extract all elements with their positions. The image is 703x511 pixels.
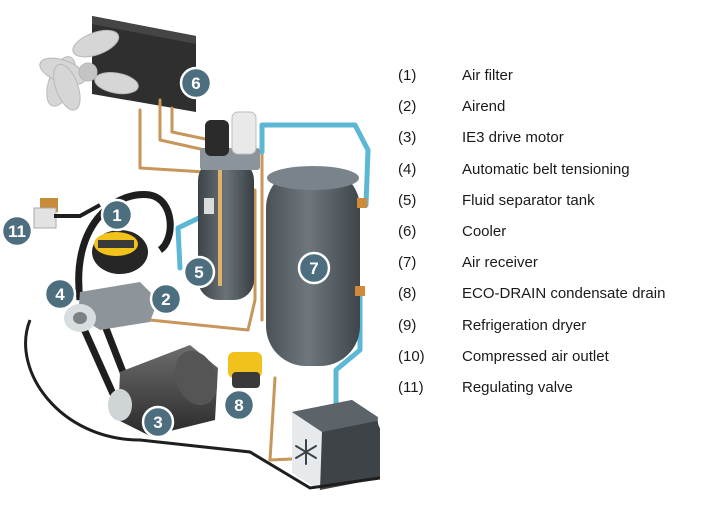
legend-label: Air receiver	[462, 254, 538, 272]
condensate-drain	[228, 352, 262, 388]
badge-4: 4	[43, 277, 77, 311]
legend-item: (6) Cooler	[398, 216, 698, 247]
legend-number: (2)	[398, 98, 417, 116]
drive-motor	[108, 345, 218, 436]
legend-item: (7) Air receiver	[398, 247, 698, 278]
legend-item: (9) Refrigeration dryer	[398, 310, 698, 341]
legend-label: Cooler	[462, 223, 507, 241]
refrigeration-dryer	[292, 400, 380, 490]
badge-5: 5	[182, 255, 216, 289]
cooler	[39, 16, 196, 112]
legend-number: (11)	[398, 378, 424, 396]
badge-1: 1	[100, 198, 134, 232]
legend-item: (5) Fluid separator tank	[398, 185, 698, 216]
badge-5-label: 5	[194, 263, 203, 282]
regulating-valve	[33, 198, 101, 229]
legend-number: (7)	[398, 254, 417, 272]
badge-11: 11	[0, 214, 34, 248]
badge-8: 8	[222, 388, 256, 422]
legend-item: (8) ECO-DRAIN condensate drain	[398, 278, 698, 309]
legend-number: (1)	[398, 67, 417, 85]
legend-label: IE3 drive motor	[462, 129, 564, 147]
badge-6: 6	[179, 66, 213, 100]
badge-11-label: 11	[8, 222, 26, 241]
legend-label: ECO-DRAIN condensate drain	[462, 285, 666, 303]
compressor-diagram: 1 2 3 4 5 6 7 8 9 10 11	[0, 16, 380, 490]
legend-item: (4) Automatic belt tensioning	[398, 154, 698, 185]
control-line	[24, 319, 380, 490]
legend-item: (10) Compressed air outlet	[398, 341, 698, 372]
badge-4-label: 4	[55, 285, 65, 304]
badge-7: 7	[297, 251, 331, 285]
legend-number: (6)	[398, 223, 417, 241]
badge-8-label: 8	[234, 396, 243, 415]
legend-label: Air filter	[462, 67, 513, 85]
legend-label: Automatic belt tensioning	[462, 160, 630, 178]
badge-3: 3	[141, 405, 175, 439]
badge-2: 2	[149, 282, 183, 316]
legend-number: (8)	[398, 285, 417, 303]
legend-item: (1) Air filter	[398, 60, 698, 91]
legend-number: (9)	[398, 316, 417, 334]
badge-7-label: 7	[309, 259, 318, 278]
legend-number: (4)	[398, 160, 417, 178]
legend-item: (3) IE3 drive motor	[398, 122, 698, 153]
air-filter	[92, 230, 148, 274]
legend-number: (10)	[398, 347, 425, 365]
legend-item: (2) Airend	[398, 91, 698, 122]
badge-2-label: 2	[161, 290, 170, 309]
legend-item: (11) Regulating valve	[398, 372, 698, 403]
legend-label: Fluid separator tank	[462, 191, 595, 209]
badge-1-label: 1	[112, 206, 121, 225]
legend-number: (5)	[398, 191, 417, 209]
legend-label: Airend	[462, 98, 506, 116]
badge-9: 9	[377, 411, 380, 429]
legend-number: (3)	[398, 129, 417, 147]
component-legend: (1) Air filter (2) Airend (3) IE3 drive mot…	[398, 60, 698, 403]
legend-label: Compressed air outlet	[462, 347, 609, 365]
badge-3-label: 3	[153, 413, 162, 432]
badge-6-label: 6	[191, 74, 200, 93]
airend	[64, 282, 158, 332]
legend-label: Refrigeration dryer	[462, 316, 587, 334]
fan-icon	[39, 29, 139, 111]
legend-label: Regulating valve	[462, 378, 573, 396]
snowflake-icon	[295, 439, 317, 465]
